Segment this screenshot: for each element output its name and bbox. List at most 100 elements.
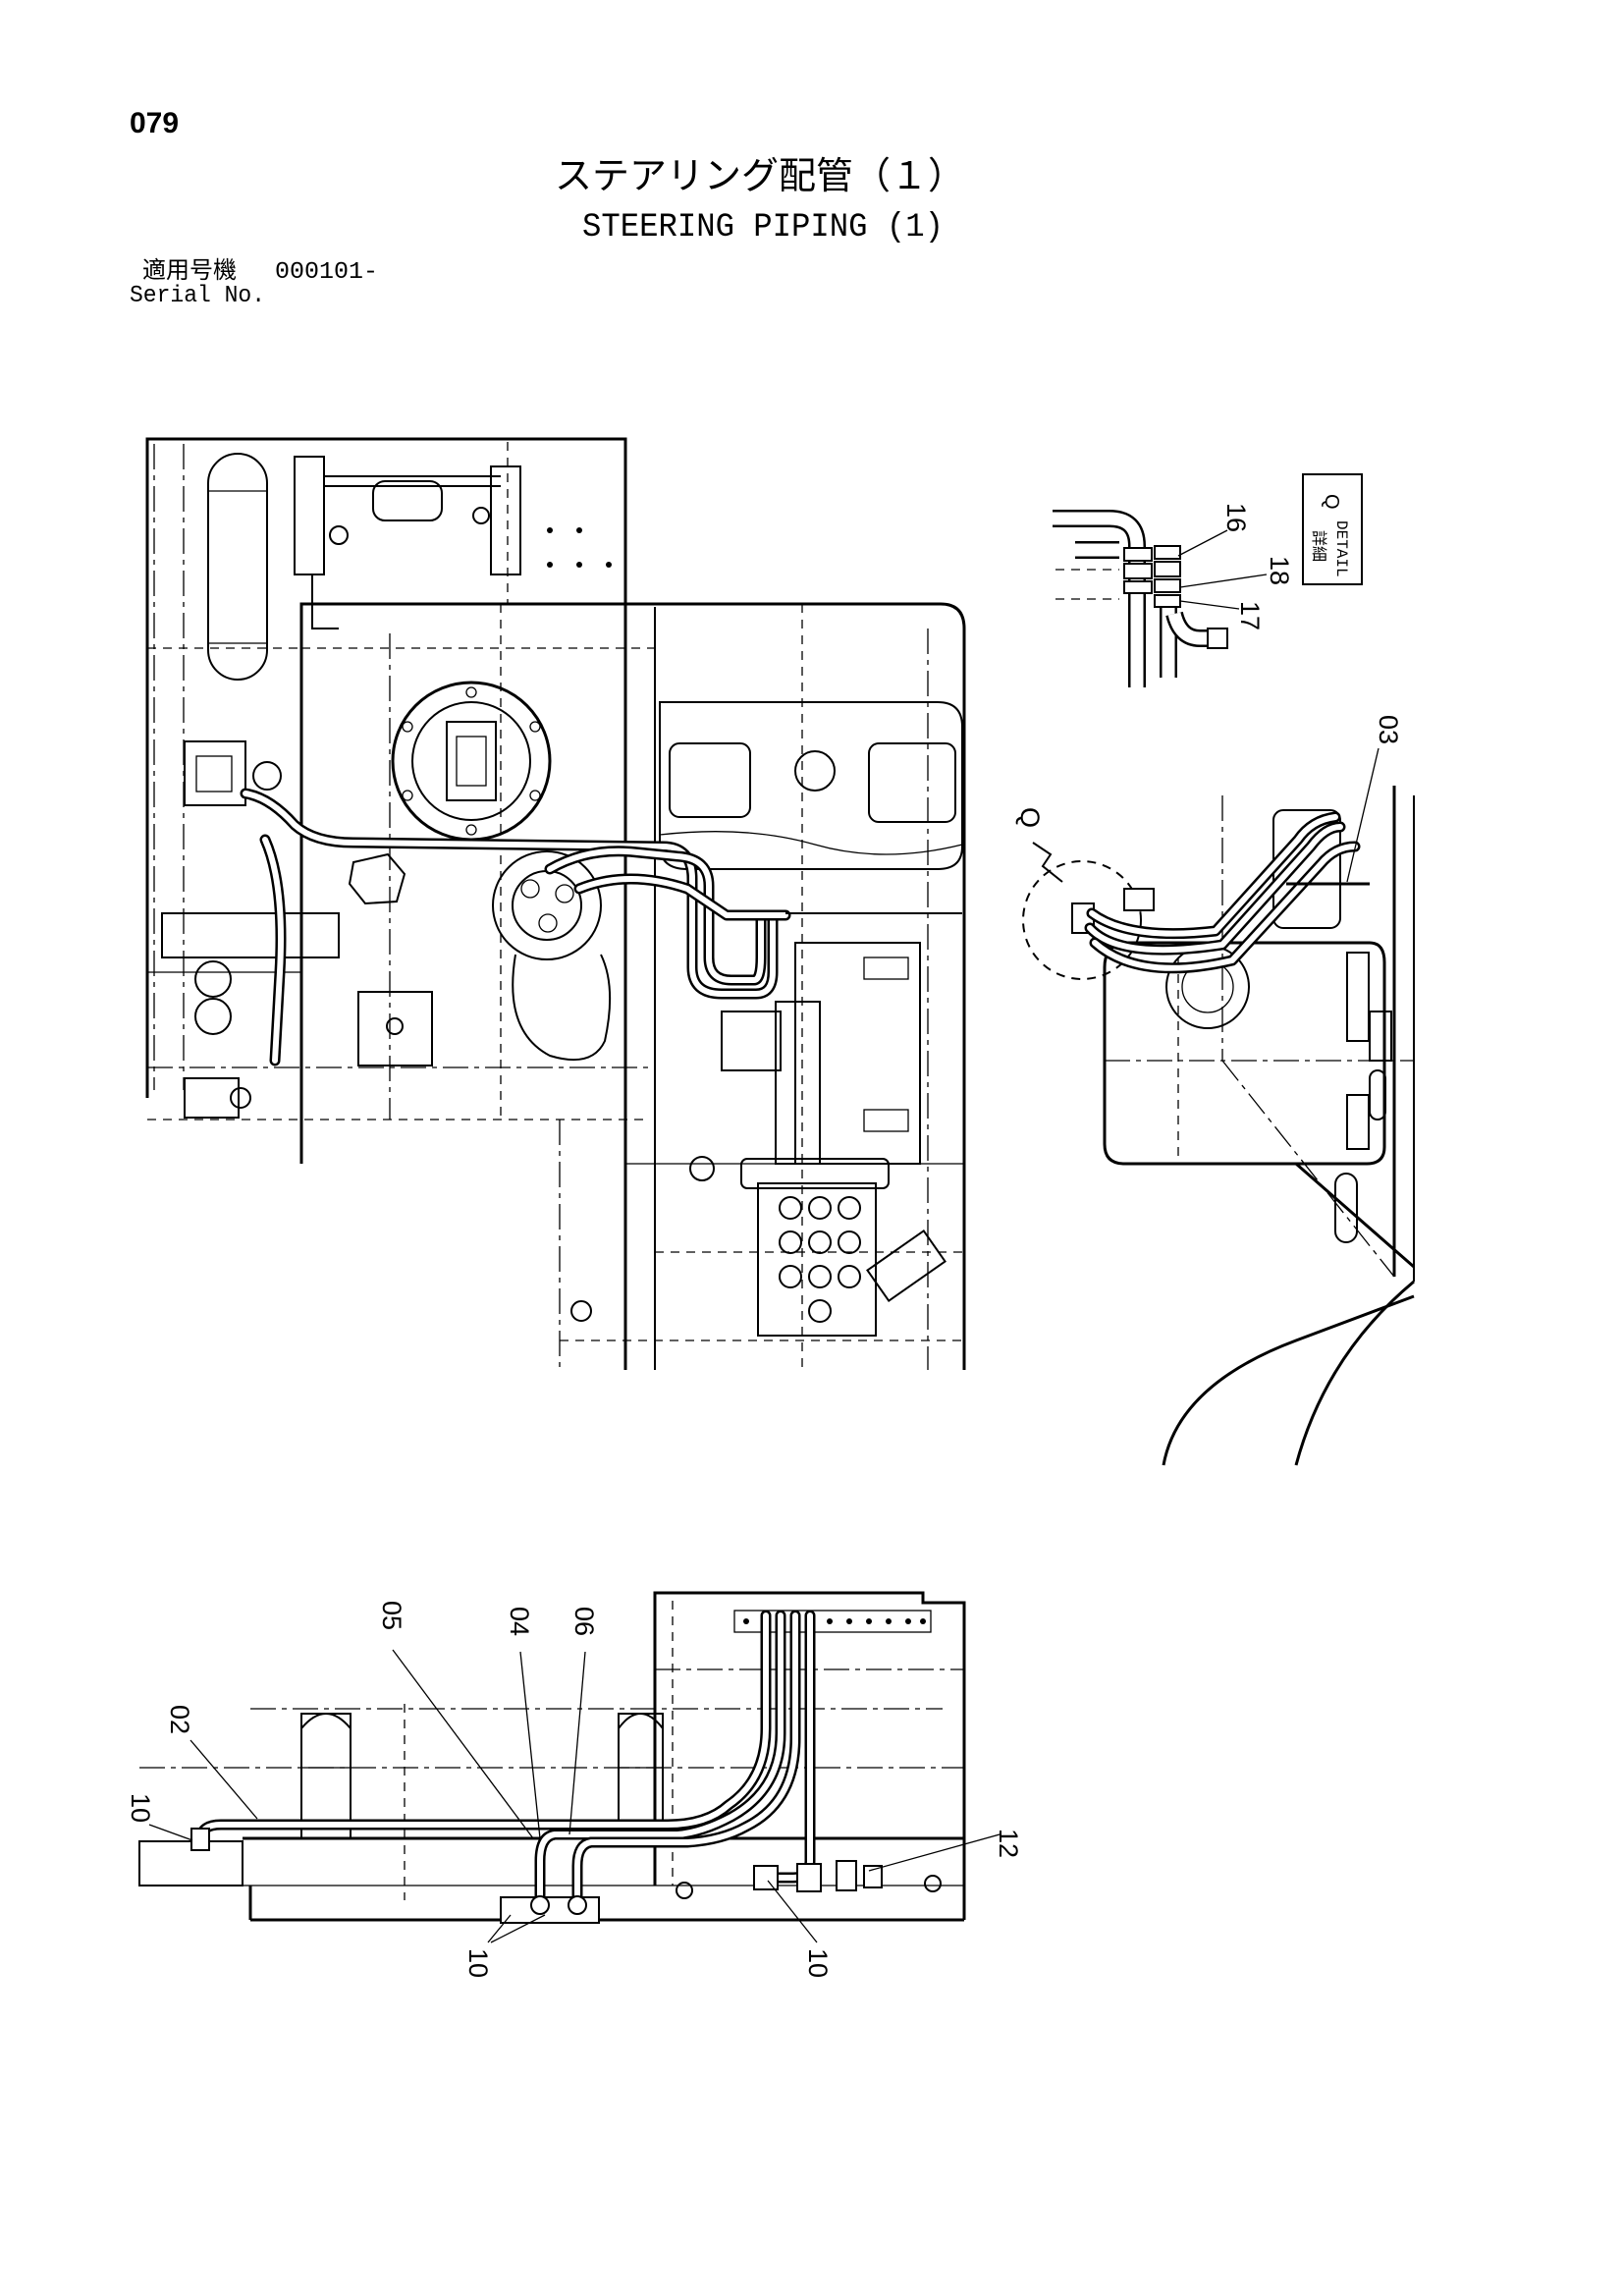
slot (1369, 1069, 1386, 1121)
support-post-left (300, 1713, 352, 1839)
valve-spool (808, 1265, 832, 1288)
mount-hole (689, 1156, 715, 1181)
callout-03: 03 (1374, 715, 1403, 744)
rear-frame-box (1103, 941, 1386, 1166)
page-header: 079 ステアリング配管（１） STEERING PIPING (1) 適用号機… (130, 107, 965, 309)
engine-area (659, 701, 963, 870)
detail-letter: Q (1321, 494, 1342, 510)
callout-04: 04 (505, 1607, 534, 1636)
callout-02: 02 (165, 1705, 194, 1734)
hose-fitting (796, 1863, 822, 1892)
steering-hose (1089, 814, 1338, 937)
mount-hole (905, 1618, 911, 1624)
control-box-area (689, 942, 921, 1189)
upper-mechanism (294, 456, 612, 629)
valve-knob (252, 761, 282, 791)
callout-10: 10 (803, 1948, 833, 1978)
detail-q-lower: 03 Q (1015, 715, 1415, 1466)
valve-housing (775, 1001, 821, 1165)
leader-line (1179, 574, 1268, 588)
solenoid-valve (721, 1011, 782, 1071)
steering-fitting (1123, 888, 1155, 911)
leader-line (868, 1833, 1001, 1872)
side-hoses (195, 1610, 816, 1906)
air-tank-body (207, 453, 268, 681)
leader-line (487, 1914, 512, 1943)
accumulator (194, 960, 232, 998)
leader-line (1346, 747, 1380, 883)
valve-spool (808, 1299, 832, 1323)
callout-10: 10 (463, 1948, 493, 1978)
serial-number-value: 000101- (275, 259, 378, 286)
engine-outline (659, 701, 963, 870)
bolt-hole (606, 562, 612, 568)
boom-outline (1295, 1162, 1415, 1269)
bracket (294, 456, 325, 575)
mount-hole (924, 1875, 942, 1892)
steering-hose (262, 837, 284, 1064)
fitting-nut (530, 1895, 550, 1915)
boom-outline (1162, 1294, 1415, 1466)
hose-end-fitting (1207, 628, 1228, 649)
callout-18: 18 (1265, 556, 1294, 585)
post-cap (300, 1713, 352, 1729)
mount-hole (570, 1300, 592, 1322)
bracket-plate (357, 991, 433, 1066)
detail-label-english: DETAIL (1332, 520, 1350, 577)
pin (472, 507, 490, 524)
callout-10: 10 (126, 1793, 155, 1823)
leader-line (148, 1824, 193, 1841)
fitting-nut (1154, 578, 1181, 593)
fitting-nut (568, 1895, 587, 1915)
fitting-nut (1123, 547, 1153, 562)
pin (329, 525, 349, 545)
mount-hole (827, 1618, 833, 1624)
valve-spool (808, 1230, 832, 1254)
port (520, 879, 540, 899)
steering-hose (574, 1613, 798, 1903)
center-joint-skirt (512, 954, 612, 1062)
control-valve-body (757, 1182, 877, 1337)
port (555, 884, 574, 903)
fitting-nut (1154, 594, 1181, 608)
side-view: 05 04 06 02 10 12 10 10 (126, 1591, 1023, 1978)
leader-line (490, 1914, 546, 1943)
mount-hole (676, 1882, 693, 1899)
flange-bolt (465, 686, 477, 698)
callout-05: 05 (377, 1601, 406, 1630)
hose-fitting (836, 1860, 857, 1891)
side-callouts: 05 04 06 02 10 12 10 10 (126, 1601, 1023, 1978)
detail-box-frame (1302, 473, 1363, 585)
engine-cover (669, 742, 751, 818)
mount-hole (920, 1618, 926, 1624)
main-frame-outline (299, 602, 966, 1370)
cylinder-housing (372, 480, 443, 521)
link (311, 574, 339, 629)
center-joint (492, 850, 612, 1062)
flange-bolt (529, 790, 541, 801)
detail-title-box: Q DETAIL 詳細 (1302, 473, 1363, 585)
view-arrow (1032, 842, 1063, 883)
engine-cover (868, 742, 956, 823)
upper-body-outline (653, 1591, 966, 1920)
bolt-hole (547, 562, 553, 568)
valve-spool (779, 1196, 802, 1220)
detail-callout-circle (1022, 860, 1142, 980)
center-joint-body (492, 850, 602, 960)
mount-hole (743, 1618, 749, 1624)
block-pad (740, 1158, 890, 1189)
fitting-nut (1123, 563, 1153, 579)
center-joint-core (512, 870, 582, 941)
swing-motor-body (411, 701, 531, 821)
fitting-port (230, 1087, 251, 1109)
valve-spool (838, 1230, 861, 1254)
callout-06: 06 (569, 1607, 599, 1636)
page-title-japanese: ステアリング配管（１） (555, 156, 965, 197)
engine-contour (659, 831, 963, 855)
detail-pipe (1167, 612, 1210, 645)
bracket (1346, 1094, 1370, 1150)
leader-line (767, 1880, 818, 1943)
control-box (794, 942, 921, 1165)
control-box-plate (863, 957, 909, 980)
flange-bolt (402, 790, 413, 801)
